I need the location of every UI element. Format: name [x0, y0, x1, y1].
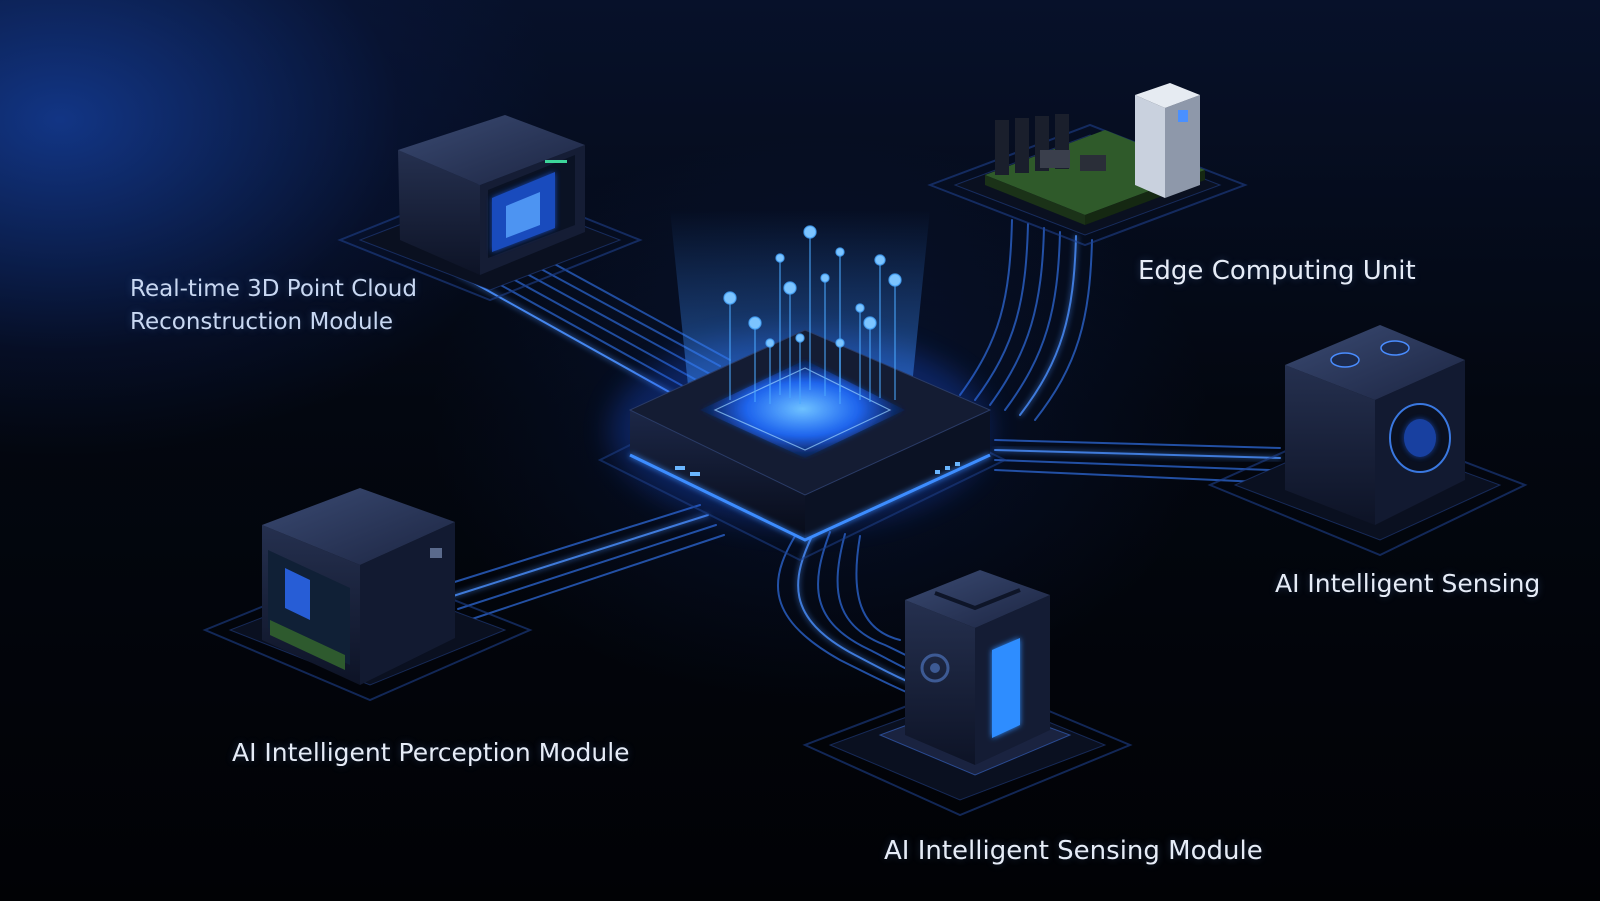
- reconstruction-label-line2: Reconstruction Module: [130, 309, 394, 335]
- sensing-device: [1207, 325, 1528, 557]
- edge-computing-label: Edge Computing Unit: [1138, 256, 1416, 286]
- cable-to-edge-unit: [959, 219, 1093, 421]
- sensing-label: AI Intelligent Sensing: [1275, 569, 1541, 598]
- perception-module-label: AI Intelligent Perception Module: [232, 738, 630, 767]
- sensing-module-label: AI Intelligent Sensing Module: [884, 836, 1263, 866]
- data-particles: [723, 225, 902, 404]
- reconstruction-label-line1: Real-time 3D Point Cloud: [130, 276, 417, 302]
- cable-to-perception: [444, 504, 725, 622]
- cable-to-sensing: [994, 439, 1281, 483]
- edge-computing-device: [927, 83, 1248, 247]
- reconstruction-module-device: [337, 115, 643, 302]
- sensing-module-device: [802, 570, 1133, 817]
- perception-device: [202, 488, 533, 702]
- reconstruction-module-label: Real-time 3D Point Cloud Reconstruction …: [130, 273, 417, 339]
- central-hub: [597, 210, 1008, 562]
